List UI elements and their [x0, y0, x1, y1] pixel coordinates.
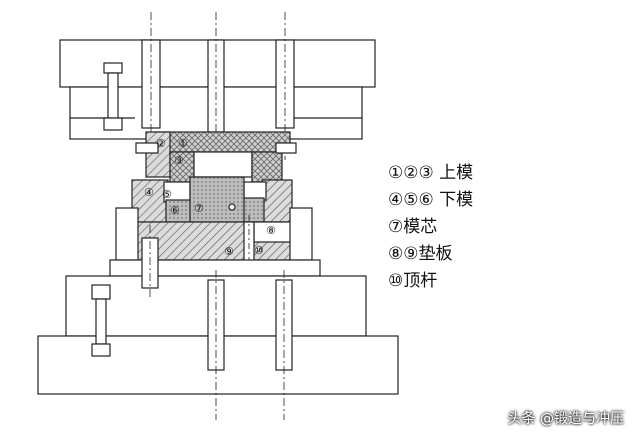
watermark: 头条 @锻造与冲压 — [507, 411, 624, 427]
callout-7: ⑦ — [194, 202, 204, 215]
legend-upper-die: ①②③ 上模 — [388, 163, 474, 183]
callout-5: ⑤ — [162, 188, 172, 201]
callout-1: ① — [178, 137, 188, 150]
callout-4: ④ — [144, 186, 154, 199]
callout-8: ⑧ — [266, 224, 276, 237]
callout-10: ⑩ — [254, 244, 264, 257]
callout-3: ③ — [174, 154, 184, 167]
upper-die-part-2 — [145, 131, 171, 178]
legend: ①②③ 上模 ④⑤⑥ 下模 ⑦模芯 ⑧⑨垫板 ⑩顶杆 — [388, 160, 473, 295]
legend-ejector-rod: ⑩顶杆 — [388, 271, 438, 291]
die-core — [189, 176, 245, 223]
legend-backing-plate: ⑧⑨垫板 — [388, 244, 453, 264]
legend-die-core: ⑦模芯 — [388, 217, 438, 237]
callout-2: ② — [156, 137, 166, 150]
callout-9: ⑨ — [224, 245, 234, 258]
upper-die-part-1 — [154, 131, 291, 153]
ejector-rod — [243, 221, 255, 263]
legend-lower-die: ④⑤⑥ 下模 — [388, 190, 474, 210]
callout-6: ⑥ — [170, 204, 180, 217]
